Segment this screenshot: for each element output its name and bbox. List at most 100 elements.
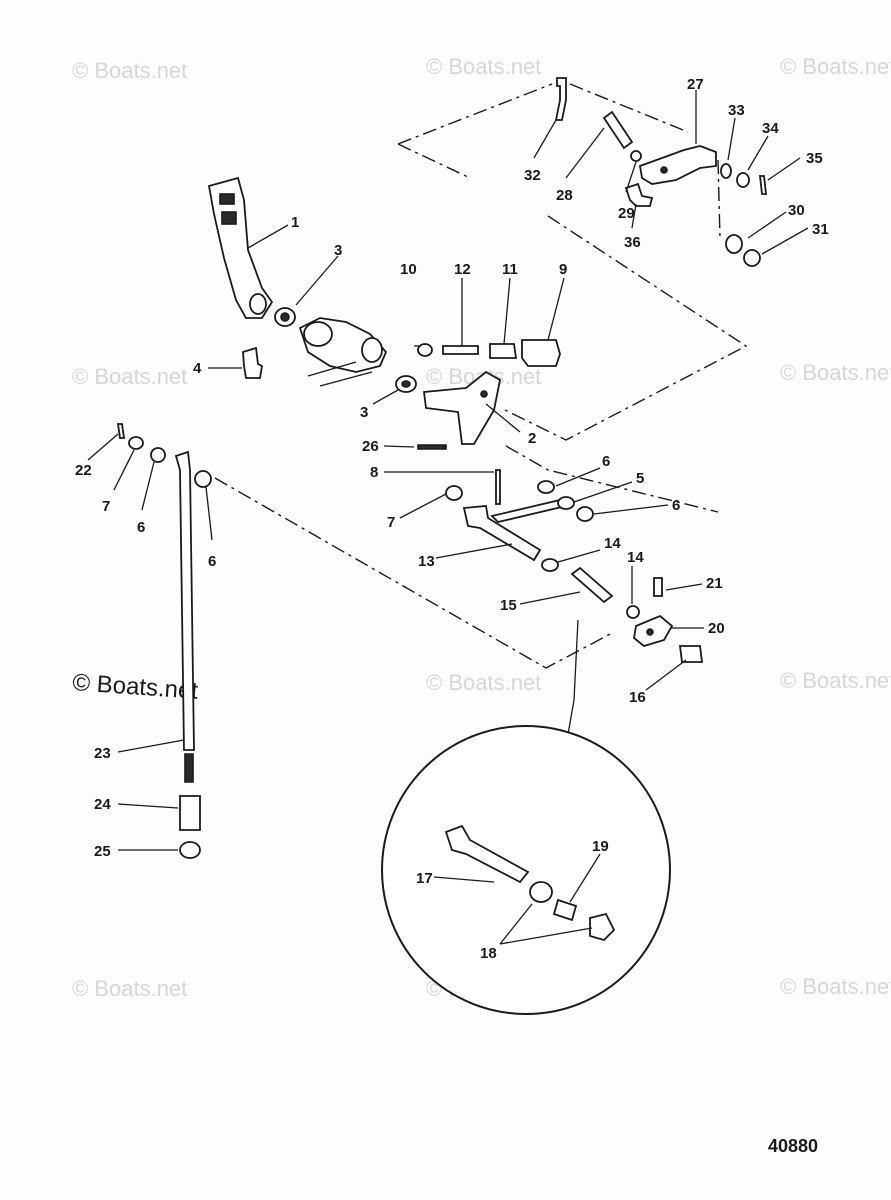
washer-6 [576,506,594,522]
leader [433,876,495,883]
leader [767,157,801,181]
callout-31: 31 [812,221,829,238]
shaft-13 [462,505,542,562]
watermark-main: © Boats.net [72,669,200,705]
callout-33: 33 [728,102,745,119]
pin-8 [495,469,501,505]
nut-10 [417,343,433,357]
leader [205,486,213,541]
adjuster-9 [521,339,561,367]
lever-hub [249,293,267,315]
callout-13: 13 [418,553,435,570]
leader [499,903,593,945]
assembly-lines [214,83,748,669]
callout-2: 2 [528,430,536,447]
watermark: © Boats.net [426,54,541,79]
link-rod-32 [554,77,567,121]
lever-slot [219,193,235,205]
rod-5 [490,499,568,523]
leader [573,481,633,503]
callout-26: 26 [362,438,379,455]
callout-20: 20 [708,620,725,637]
washer-6 [537,480,555,494]
callout-32: 32 [524,167,541,184]
leader [565,127,605,179]
callout-30: 30 [788,202,805,219]
leader [727,117,736,161]
leader [485,403,521,433]
leader [247,224,289,249]
callout-5: 5 [636,470,644,487]
spring-19 [552,898,578,922]
cam-lever-2 [422,370,502,445]
washer-7 [128,436,144,450]
callout-19: 19 [592,838,609,855]
callout-6: 6 [672,497,680,514]
callout-28: 28 [556,187,573,204]
leader [557,549,601,563]
watermark: © Boats.net [780,54,891,79]
watermark: © Boats.net [426,670,541,695]
rod-thread [184,753,194,783]
callout-29: 29 [618,205,635,222]
callout-8: 8 [370,464,378,481]
cam-hole [480,390,488,398]
bracket-27 [638,145,717,185]
bolt-4 [242,346,263,379]
washer-7 [445,485,463,501]
watermark: © Boats.net [72,976,187,1001]
housing-boss [361,337,383,363]
throttle-lever-group [207,176,561,450]
callout-6: 6 [137,519,145,536]
callout-9: 9 [559,261,567,278]
leader [631,203,637,229]
leader [593,504,669,515]
watermark: © Boats.net [72,58,187,83]
callout-labels: 1 3 4 10 12 11 9 3 2 26 8 6 5 6 7 13 14 … [75,76,829,962]
cotter-pin-35 [758,175,768,195]
shaft-17 [444,824,530,884]
bushing-30 [725,234,743,254]
callout-23: 23 [94,745,111,762]
sleeve-24 [179,795,201,831]
leader [383,445,415,448]
leader [87,433,119,461]
callout-25: 25 [94,843,111,860]
spring-12 [442,345,479,355]
leader [141,461,155,511]
leader [569,853,601,903]
washer-14 [541,558,559,572]
callout-24: 24 [94,796,111,813]
assembly-line [397,83,553,145]
callout-22: 22 [75,462,92,479]
callout-21: 21 [706,575,723,592]
nut-25 [179,841,201,859]
leader [113,449,135,491]
watermark: © Boats.net [780,360,891,385]
callout-16: 16 [629,689,646,706]
washer-hole [401,380,411,388]
lever-hole [646,628,654,636]
lever-slot [221,211,237,225]
callout-27: 27 [687,76,704,93]
callout-11: 11 [502,261,518,278]
leader [295,255,339,306]
leader [503,277,511,345]
callout-34: 34 [762,120,779,137]
assembly-line [717,159,721,239]
figure-code: 40880 [768,1136,818,1156]
nut-31 [743,249,761,267]
assembly-line [397,143,471,179]
sleeve-15 [570,566,614,604]
nut-29 [630,150,642,162]
pin-21 [653,577,663,597]
callout-12: 12 [454,261,471,278]
washer-6 [150,447,166,463]
pin-11 [489,343,518,359]
callout-7: 7 [102,498,110,515]
callout-3: 3 [360,404,368,421]
bushing-18 [529,881,553,903]
housing-boss [303,321,333,347]
leader [519,591,581,605]
